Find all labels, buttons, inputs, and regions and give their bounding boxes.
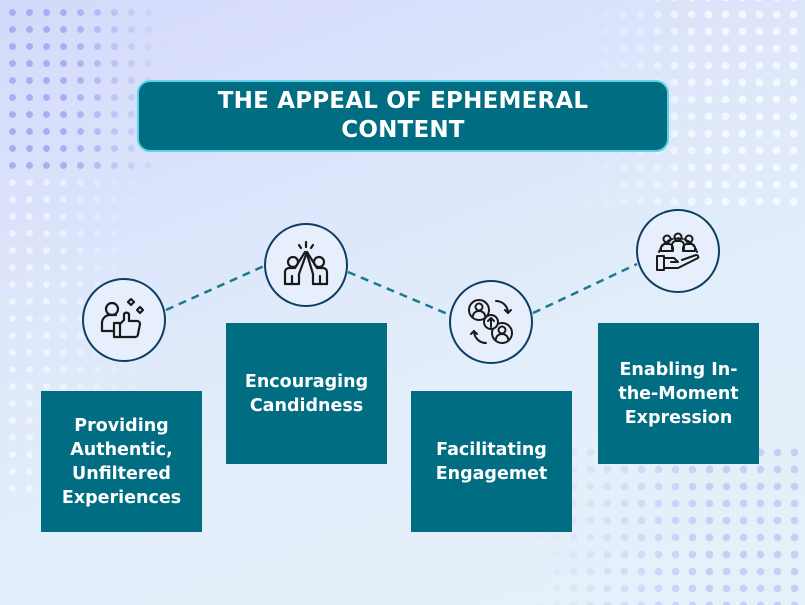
card-text-line: Experiences [61,487,182,508]
card-in-the-moment-expression: Enabling In- the-Moment Expression [598,323,759,464]
icon-circle-engagement [449,280,533,364]
connector-1-2 [165,264,265,312]
high-five-icon [283,240,329,286]
card-authentic-experiences: Providing Authentic, Unfiltered Experien… [41,391,202,532]
connector-2-3 [347,270,451,317]
icon-circle-candidness [264,223,348,307]
hand-holding-group-icon [656,232,700,271]
person-thumbs-up-sparkle-icon [100,297,145,339]
card-text-line: Candidness [249,395,364,416]
title-line-2: CONTENT [341,117,465,143]
card-text-line: Expression [624,407,733,428]
card-facilitating-engagement: Facilitating Engagemet [411,391,572,532]
card-text-line: Enabling In- [619,359,738,380]
card-text-line: Unfiltered [72,463,171,484]
card-text-line: Facilitating [436,439,547,460]
icon-circle-expression [636,209,720,293]
card-text-line: Providing [74,415,169,436]
icon-circle-authentic [82,278,166,362]
card-text-line: the-Moment [618,383,739,404]
title-line-1: THE APPEAL OF EPHEMERAL [217,88,589,114]
card-text-line: Engagemet [435,463,548,484]
card-encouraging-candidness: Encouraging Candidness [226,323,387,464]
user-exchange-cycle-icon [468,299,513,344]
diagram-title: THE APPEAL OF EPHEMERAL CONTENT [137,80,669,152]
card-text-line: Authentic, [70,439,173,460]
connector-3-4 [532,262,638,315]
card-text-line: Encouraging [244,371,369,392]
